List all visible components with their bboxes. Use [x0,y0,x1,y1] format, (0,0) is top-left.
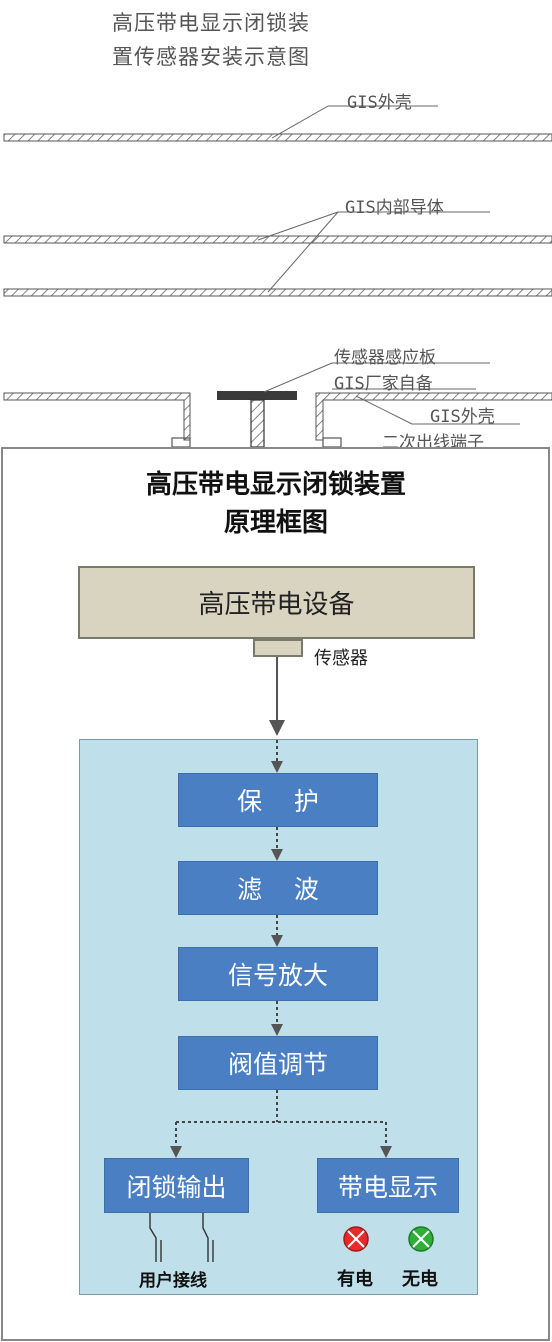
block-diagram-title-line1: 高压带电显示闭锁装置 [145,470,406,500]
live-lamp-label: 有电 [337,1269,373,1290]
gis-shell-bottom-left [3,392,191,441]
sensor-label: 传感器 [314,648,368,669]
secondary-terminal-label: 二次出线端子 [382,433,484,447]
leader-conductor-a [257,211,339,241]
dead-lamp-label: 无电 [402,1269,438,1290]
installation-sketch [3,105,552,448]
stage-filter: 滤 波 [178,861,378,915]
sensor-plate [217,391,297,400]
lock-output-box: 闭锁输出 [104,1158,249,1213]
gis-conductor-upper [3,235,552,244]
stage-protection: 保 护 [178,773,378,827]
sensor-plate-label: 传感器感应板 [334,348,436,368]
gis-conductor-lower [3,288,552,297]
flange-right [322,437,342,448]
stage-threshold-adjust: 阀值调节 [178,1036,378,1090]
leader-sensor [263,362,333,393]
stage-signal-amplify: 信号放大 [178,947,378,1001]
leader-conductor-b [267,211,339,293]
block-diagram-title: 高压带电显示闭锁装置 原理框图 [0,466,552,542]
block-diagram-title-line2: 原理框图 [223,508,328,538]
gis-shell-label-2: GIS外壳 [430,407,495,427]
sensor-stem [250,399,265,448]
leader-shell-2 [355,395,413,425]
leader-shell [271,105,329,139]
gis-shell-label: GIS外壳 [347,93,412,113]
gis-shell-bottom-right [315,392,552,441]
installation-title-line1: 高压带电显示闭锁装 [112,11,310,35]
installation-title: 高压带电显示闭锁装 置传感器安装示意图 [112,6,412,74]
live-display-box: 带电显示 [317,1158,459,1213]
gis-conductor-label: GIS内部导体 [345,198,444,218]
sensor-block [253,639,303,657]
equipment-box: 高压带电设备 [78,566,475,639]
installation-title-line2: 置传感器安装示意图 [112,45,310,69]
gis-vendor-label: GIS厂家自备 [334,374,433,394]
user-wiring-label: 用户接线 [139,1271,207,1291]
